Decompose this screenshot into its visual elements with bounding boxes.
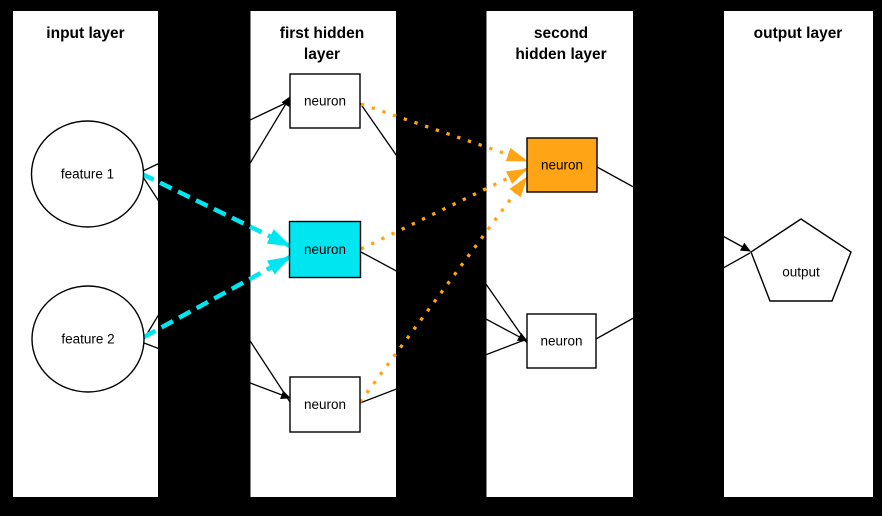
edge-feature2-to-h1mid xyxy=(142,255,292,339)
panel-titles: input layer first hidden layer second hi… xyxy=(46,25,842,63)
edge-feature1-to-h1bottom xyxy=(142,176,291,403)
node-hidden2-top-neuron xyxy=(526,137,598,193)
node-hidden1-middle-neuron xyxy=(288,220,362,279)
node-hidden1-top-neuron xyxy=(289,73,361,129)
nodes-layer xyxy=(30,73,852,433)
node-labels: feature 1 feature 2 neuron neuron neuron… xyxy=(61,94,820,413)
label-h2-bot-neuron: neuron xyxy=(540,334,582,349)
edge-h1bottom-to-h2top xyxy=(358,176,529,403)
edges-layer xyxy=(141,96,751,404)
title-input-layer: input layer xyxy=(46,25,124,42)
label-h1-mid-neuron: neuron xyxy=(304,242,346,257)
panel-input-layer xyxy=(13,11,158,497)
label-h2-top-neuron: neuron xyxy=(541,158,583,173)
label-h1-top-neuron: neuron xyxy=(304,94,346,109)
title-output-layer: output layer xyxy=(754,25,843,42)
label-feature-1: feature 1 xyxy=(61,167,114,182)
node-feature-2 xyxy=(31,285,145,393)
node-hidden1-bottom-neuron xyxy=(289,376,361,433)
title-first-hidden-line2: layer xyxy=(304,46,340,63)
edge-feature1-to-h1top xyxy=(142,100,291,172)
label-output: output xyxy=(782,265,820,280)
title-second-hidden-line2: hidden layer xyxy=(515,46,606,63)
edge-feature2-to-h1bottom xyxy=(143,342,291,400)
edge-h1mid-to-h2top xyxy=(360,167,528,251)
label-h1-bot-neuron: neuron xyxy=(304,397,346,412)
edge-h1bottom-to-h2bottom xyxy=(359,338,528,404)
edge-h1top-to-h2bottom xyxy=(359,102,528,344)
node-hidden2-bottom-neuron xyxy=(526,313,597,369)
title-second-hidden-line1: second xyxy=(534,25,588,42)
node-output-pentagon xyxy=(750,218,852,302)
edge-feature2-to-h1top xyxy=(143,96,291,340)
edge-h1mid-to-h2bottom xyxy=(360,251,528,342)
label-feature-2: feature 2 xyxy=(61,332,114,347)
edge-h2top-to-output xyxy=(596,166,751,252)
title-first-hidden-line1: first hidden xyxy=(280,25,364,42)
edge-h2bottom-to-output xyxy=(595,252,751,340)
panel-second-hidden-layer xyxy=(486,11,633,497)
edge-feature1-to-h1mid xyxy=(141,171,291,249)
node-feature-1 xyxy=(30,120,145,228)
